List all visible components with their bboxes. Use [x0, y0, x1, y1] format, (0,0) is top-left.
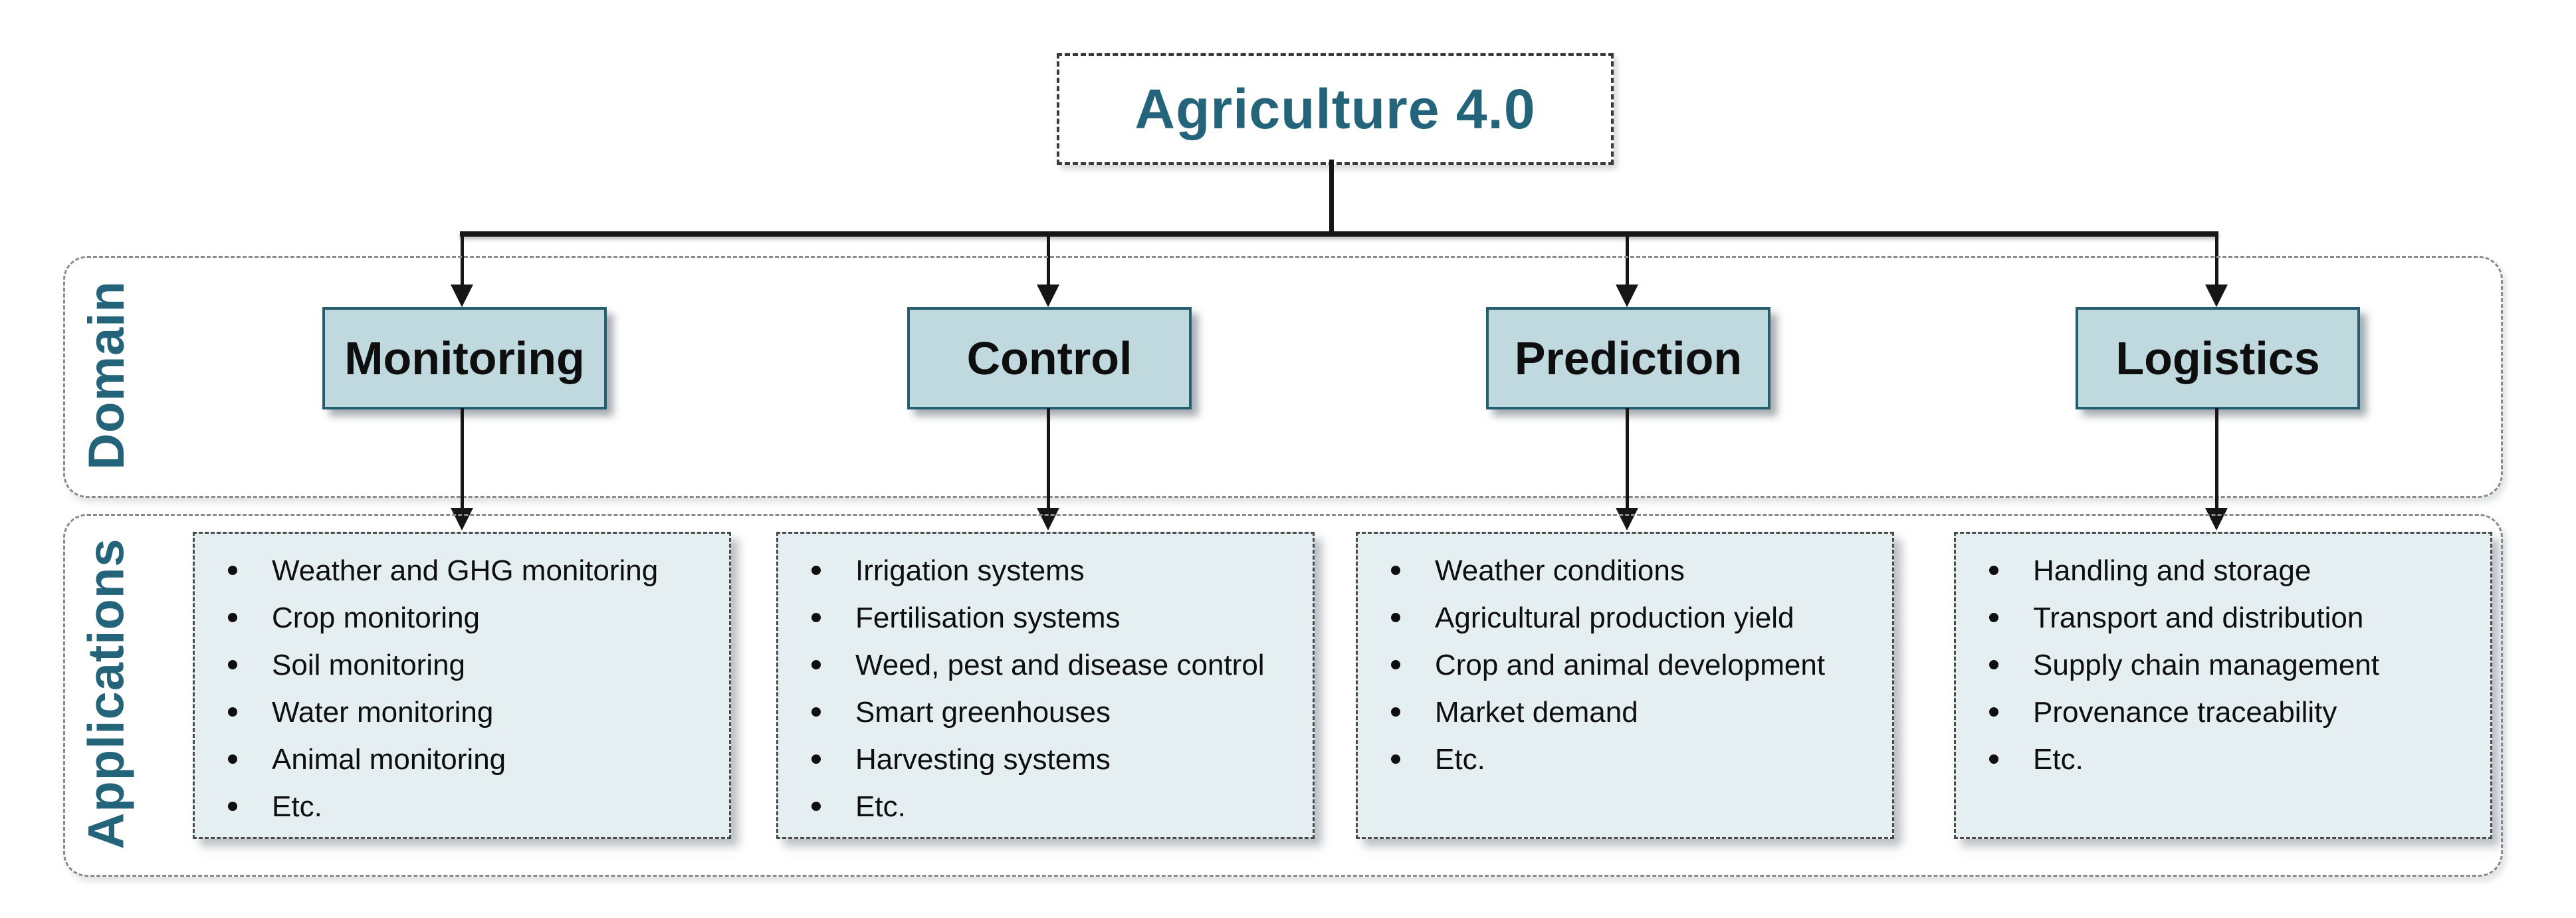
- application-item: Harvesting systems: [807, 736, 1303, 783]
- domain-band-label-container: Domain: [47, 256, 166, 494]
- connector-prediction-to-apps: [1626, 408, 1629, 509]
- arrowhead-control-to-apps: [1037, 508, 1059, 530]
- connector-logistics-to-apps: [2215, 408, 2218, 509]
- connector-to-prediction: [1626, 234, 1629, 286]
- applications-band-label-container: Applications: [47, 514, 166, 873]
- applications-box-prediction: Weather conditions Agricultural producti…: [1356, 532, 1894, 839]
- applications-band-label: Applications: [78, 537, 135, 850]
- application-item: Weather conditions: [1387, 547, 1883, 594]
- application-item: Crop and animal development: [1387, 641, 1883, 689]
- domain-band-label: Domain: [78, 280, 135, 470]
- arrowhead-to-logistics: [2205, 285, 2228, 307]
- application-item: Weed, pest and disease control: [807, 641, 1303, 689]
- applications-box-monitoring: Weather and GHG monitoring Crop monitori…: [193, 532, 731, 839]
- application-item: Provenance traceability: [1985, 689, 2481, 736]
- application-item: Soil monitoring: [224, 641, 720, 689]
- applications-list-monitoring: Weather and GHG monitoring Crop monitori…: [195, 534, 729, 830]
- agriculture-node: Agriculture 4.0: [1057, 53, 1614, 165]
- arrowhead-monitoring-to-apps: [451, 508, 473, 530]
- applications-list-logistics: Handling and storage Transport and distr…: [1956, 534, 2490, 783]
- application-item: Crop monitoring: [224, 594, 720, 641]
- connector-to-monitoring: [461, 234, 464, 286]
- applications-band: [63, 514, 2503, 877]
- domain-box-prediction: Prediction: [1486, 307, 1771, 409]
- root-connector-stem: [1329, 160, 1334, 234]
- applications-list-prediction: Weather conditions Agricultural producti…: [1358, 534, 1892, 783]
- application-item: Animal monitoring: [224, 736, 720, 783]
- domain-box-logistics-label: Logistics: [2115, 332, 2320, 384]
- arrowhead-to-monitoring: [451, 285, 473, 307]
- application-item: Supply chain management: [1985, 641, 2481, 689]
- domain-band: [63, 256, 2503, 498]
- applications-list-control: Irrigation systems Fertilisation systems…: [778, 534, 1313, 830]
- domain-box-prediction-label: Prediction: [1514, 332, 1743, 384]
- application-item: Transport and distribution: [1985, 594, 2481, 641]
- arrowhead-prediction-to-apps: [1616, 508, 1638, 530]
- application-item: Weather and GHG monitoring: [224, 547, 720, 594]
- arrowhead-to-control: [1037, 285, 1059, 307]
- diagram-title: Agriculture 4.0: [1134, 77, 1536, 140]
- application-item: Irrigation systems: [807, 547, 1303, 594]
- application-item: Etc.: [1985, 736, 2481, 783]
- application-item: Etc.: [1387, 736, 1883, 783]
- arrowhead-to-prediction: [1616, 285, 1638, 307]
- application-item: Fertilisation systems: [807, 594, 1303, 641]
- domain-box-monitoring: Monitoring: [322, 307, 607, 409]
- application-item: Market demand: [1387, 689, 1883, 736]
- domain-box-logistics: Logistics: [2076, 307, 2360, 409]
- application-item: Etc.: [224, 783, 720, 830]
- connector-control-to-apps: [1047, 408, 1050, 509]
- connector-to-logistics: [2215, 234, 2218, 286]
- application-item: Agricultural production yield: [1387, 594, 1883, 641]
- application-item: Etc.: [807, 783, 1303, 830]
- applications-box-control: Irrigation systems Fertilisation systems…: [776, 532, 1315, 839]
- domain-box-control-label: Control: [966, 332, 1132, 384]
- connector-to-control: [1047, 234, 1050, 286]
- application-item: Handling and storage: [1985, 547, 2481, 594]
- application-item: Smart greenhouses: [807, 689, 1303, 736]
- applications-box-logistics: Handling and storage Transport and distr…: [1954, 532, 2492, 839]
- connector-monitoring-to-apps: [461, 408, 464, 509]
- domain-box-control: Control: [907, 307, 1192, 409]
- root-connector-horizontal-line: [460, 231, 2218, 237]
- application-item: Water monitoring: [224, 689, 720, 736]
- arrowhead-logistics-to-apps: [2205, 508, 2228, 530]
- domain-box-monitoring-label: Monitoring: [344, 332, 585, 384]
